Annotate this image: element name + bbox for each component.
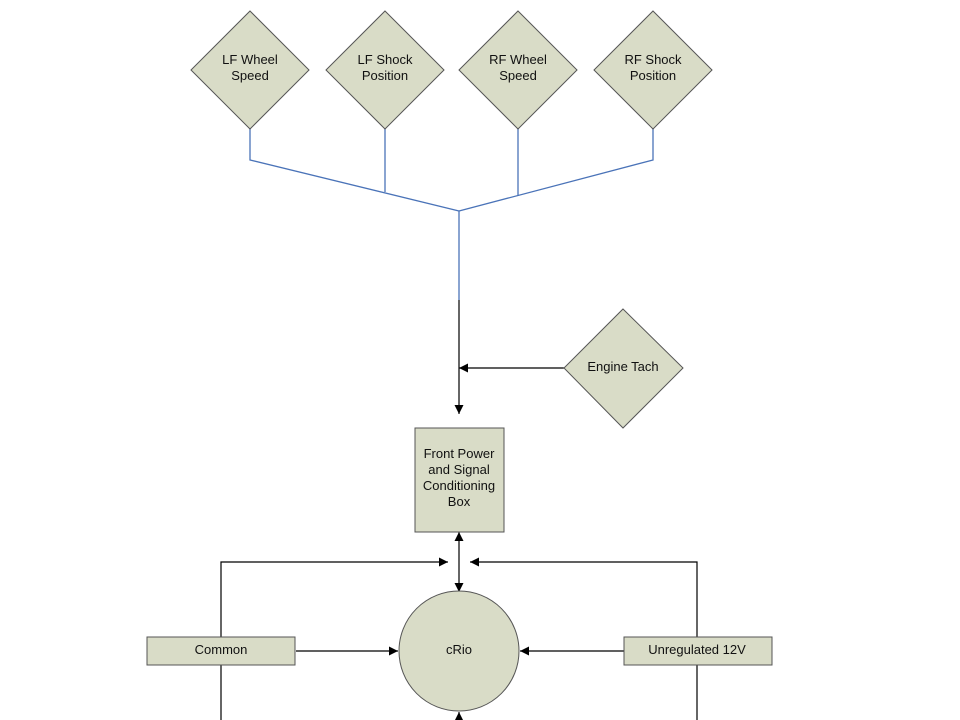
unregulated-12v-label: Unregulated 12V bbox=[648, 642, 746, 657]
unregulated-12v-to-junction-arrow bbox=[470, 557, 698, 637]
common-to-junction-arrow bbox=[220, 557, 448, 637]
lf-wheel-speed-label-line: LF Wheel bbox=[222, 52, 278, 67]
common-node: Common bbox=[146, 636, 296, 666]
crio-node: cRio bbox=[398, 590, 520, 712]
engine-tach-label-line: Engine Tach bbox=[587, 359, 658, 374]
lf-shock-position-diamond bbox=[325, 10, 445, 130]
lf-shock-position-label-line: Position bbox=[362, 68, 408, 83]
engine-tach-node: Engine Tach bbox=[563, 308, 684, 429]
common-label: Common bbox=[195, 642, 248, 657]
lf-wheel-speed-label-line: Speed bbox=[231, 68, 269, 83]
rf-shock-position-wire bbox=[458, 128, 654, 212]
front-power-box-label-line: Conditioning bbox=[423, 478, 495, 493]
engine-tach-diamond bbox=[563, 308, 684, 429]
crio-label-line: cRio bbox=[446, 642, 472, 657]
rf-shock-position-label-line: Position bbox=[630, 68, 676, 83]
rf-shock-position-diamond bbox=[593, 10, 713, 130]
lf-shock-position-label-line: LF Shock bbox=[358, 52, 413, 67]
common-rect bbox=[146, 636, 296, 666]
unregulated-12v-label-line: Unregulated 12V bbox=[648, 642, 746, 657]
rf-wheel-speed-label-line: RF Wheel bbox=[489, 52, 547, 67]
lf-wheel-speed-wire bbox=[249, 128, 460, 212]
crio-label: cRio bbox=[446, 642, 472, 657]
lf-wheel-speed-diamond bbox=[190, 10, 310, 130]
unregulated-12v-node: Unregulated 12V bbox=[623, 636, 773, 666]
sensor-bus bbox=[249, 128, 654, 300]
rf-wheel-speed-diamond bbox=[458, 10, 578, 130]
crio-circle bbox=[398, 590, 520, 712]
front-power-box-label-line: and Signal bbox=[428, 462, 490, 477]
front-power-box-rect bbox=[414, 427, 505, 533]
rf-shock-position-label-line: RF Shock bbox=[624, 52, 682, 67]
rf-wheel-speed-label-line: Speed bbox=[499, 68, 537, 83]
common-label-line: Common bbox=[195, 642, 248, 657]
engine-tach-label: Engine Tach bbox=[587, 359, 658, 374]
power-wires bbox=[220, 300, 698, 720]
front-power-box-label-line: Box bbox=[448, 494, 471, 509]
unregulated-12v-rect bbox=[623, 636, 773, 666]
front-power-box-label-line: Front Power bbox=[424, 446, 495, 461]
